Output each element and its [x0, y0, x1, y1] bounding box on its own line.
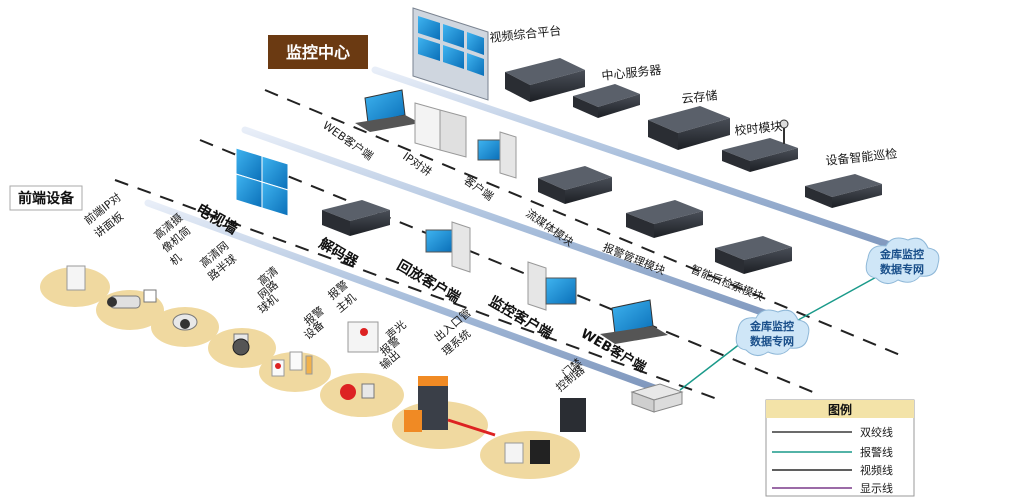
svg-text:金库监控: 金库监控 — [879, 247, 924, 261]
svg-text:前端设备: 前端设备 — [18, 190, 75, 207]
access-gate-icon — [404, 376, 496, 437]
ip-intercom-icon — [414, 102, 467, 158]
svg-text:双绞线: 双绞线 — [860, 425, 893, 439]
video-platform-server-icon — [505, 58, 585, 102]
svg-text:校时模块: 校时模块 — [734, 118, 783, 138]
alarm-mgmt-module-icon — [626, 200, 703, 238]
door-controller-icon — [504, 398, 586, 464]
central-server-icon — [573, 84, 640, 118]
hd-dome-icon — [172, 313, 198, 331]
svg-text:金库监控: 金库监控 — [749, 319, 794, 333]
web-client-laptop-icon — [355, 89, 420, 132]
svg-text:中心服务器: 中心服务器 — [601, 62, 662, 83]
web-client-laptop-2-icon — [600, 299, 668, 344]
time-module-icon — [722, 119, 798, 172]
decoder-icon — [322, 200, 390, 236]
front-devices-title: 前端设备 — [9, 185, 83, 211]
svg-text:云存储: 云存储 — [681, 87, 718, 106]
dashed-separators — [114, 89, 901, 401]
playback-client-icon — [425, 221, 471, 273]
svg-text:数据专网: 数据专网 — [880, 262, 924, 276]
hd-camera-icon — [107, 289, 157, 309]
svg-text:报警线: 报警线 — [860, 445, 893, 459]
label-alarm-host: 报警 主机 — [325, 277, 359, 315]
cloud-top: 金库监控 数据专网 — [865, 237, 940, 284]
video-wall-top-icon — [412, 7, 489, 101]
svg-text:图例: 图例 — [828, 402, 852, 417]
svg-text:IP对讲: IP对讲 — [400, 149, 434, 179]
patrol-icon — [805, 174, 882, 208]
monitor-center-title: 监控中心 — [268, 35, 368, 69]
audio-alarm-icon — [340, 383, 375, 400]
video-wall-icon — [235, 147, 289, 217]
alarm-devices-icon — [271, 351, 313, 377]
bus-lines — [144, 66, 909, 394]
label-ip-panel: 前端IP对 讲面板 — [81, 190, 126, 240]
client-computer-icon — [477, 131, 517, 179]
label-audio-alarm: 声光 报警 输出 — [377, 317, 409, 372]
svg-text:电视墙: 电视墙 — [193, 200, 241, 238]
svg-text:设备智能巡检: 设备智能巡检 — [825, 146, 898, 168]
smart-search-module-icon — [715, 236, 792, 274]
label-hd-ball: 高清 网路 球机 — [255, 263, 281, 316]
svg-text:显示线: 显示线 — [860, 481, 893, 495]
hd-ball-icon — [232, 333, 250, 356]
svg-text:客户端: 客户端 — [461, 173, 496, 203]
alarm-host-icon — [347, 321, 379, 353]
network-switch-icon — [630, 383, 684, 413]
streaming-module-icon — [538, 166, 612, 204]
cloud-storage-icon — [648, 106, 730, 150]
svg-text:视频综合平台: 视频综合平台 — [489, 23, 562, 45]
svg-text:视频线: 视频线 — [860, 463, 893, 477]
monitor-client-icon — [527, 261, 577, 311]
cloud-bottom: 金库监控 数据专网 — [735, 309, 810, 356]
svg-text:数据专网: 数据专网 — [750, 334, 794, 348]
ip-panel-icon — [66, 265, 86, 291]
legend: 图例 双绞线 报警线 视频线 显示线 — [765, 399, 915, 497]
svg-text:监控中心: 监控中心 — [286, 43, 350, 62]
label-alarm-device: 报警 设备 — [301, 303, 327, 342]
label-hd-dome: 高清网 路半球 — [197, 238, 239, 283]
